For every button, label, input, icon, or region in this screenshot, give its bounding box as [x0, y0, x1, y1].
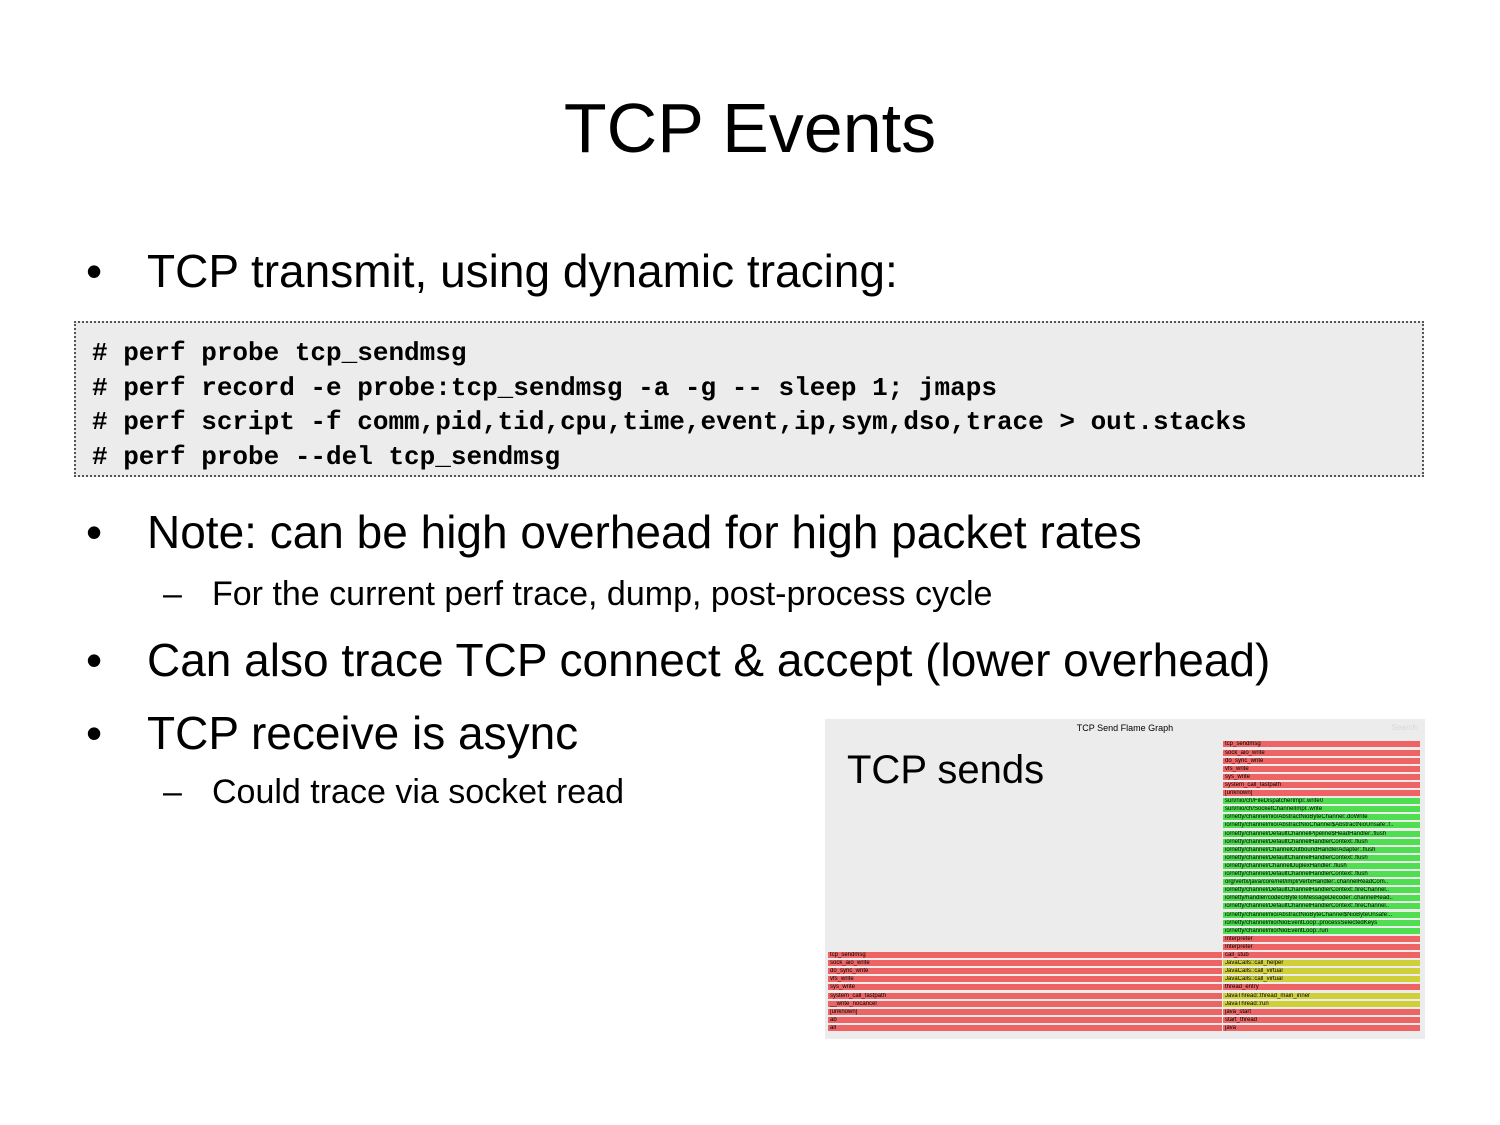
flame-frame[interactable]: do_sync_write — [828, 968, 1223, 976]
flame-frame[interactable]: vfs_write — [1223, 765, 1421, 773]
flame-frame[interactable]: org/vertx/java/core/net/impl/VertxHandle… — [1223, 879, 1421, 887]
slide-title: TCP Events — [563, 89, 937, 167]
flame-frame[interactable]: io/netty/channel/DefaultChannelHandlerCo… — [1223, 838, 1421, 846]
flame-frame[interactable]: io/netty/channel/DefaultChannelHandlerCo… — [1223, 903, 1421, 911]
flame-frame[interactable]: system_call_fastpath — [1223, 781, 1421, 789]
flame-frame[interactable]: io/netty/channel/DefaultChannelHandlerCo… — [1223, 854, 1421, 862]
flame-frame[interactable]: io/netty/channel/nio/AbstractNioChannel$… — [1223, 822, 1421, 830]
code-line: # perf script -f comm,pid,tid,cpu,time,e… — [92, 407, 1247, 437]
flame-frame[interactable]: io/netty/channel/ChannelOutboundHandlerA… — [1223, 846, 1421, 854]
flame-frame[interactable]: java — [1223, 1024, 1421, 1032]
flame-frame[interactable]: sys_write — [828, 984, 1223, 992]
flame-frame[interactable]: JavaThread::thread_main_inner — [1223, 992, 1421, 1000]
bullet-text: TCP receive is async — [147, 707, 579, 759]
flame-frame[interactable]: sun/nio/ch/SocketChannelImpl:.write — [1223, 806, 1421, 814]
flame-frame[interactable]: Interpreter — [1223, 935, 1421, 943]
flame-frame[interactable]: io/netty/channel/DefaultChannelHandlerCo… — [1223, 887, 1421, 895]
flame-frame[interactable]: JavaThread::run — [1223, 1000, 1421, 1008]
flame-frame[interactable]: io/netty/channel/nio/AbstractNioByteChan… — [1223, 814, 1421, 822]
flame-frame[interactable]: [unknown] — [1223, 790, 1421, 797]
flame-frame[interactable]: sock_aio_write — [1223, 749, 1421, 757]
subbullet-text: For the current perf trace, dump, post-p… — [212, 575, 993, 613]
bullet-marker: • — [86, 634, 103, 686]
code-line: # perf probe tcp_sendmsg — [92, 338, 467, 368]
flame-frame[interactable]: Interpreter — [1223, 943, 1421, 951]
code-block: # perf probe tcp_sendmsg # perf record -… — [74, 321, 1424, 477]
bullet-marker: • — [86, 245, 103, 297]
flame-frame[interactable]: sys_write — [1223, 773, 1421, 781]
flame-frame[interactable]: io/netty/channel/nio/NioEventLoop:.proce… — [1223, 919, 1421, 927]
flame-frame[interactable]: tcp_sendmsg — [1223, 741, 1421, 749]
code-line: # perf probe --del tcp_sendmsg — [92, 441, 561, 472]
flame-frame[interactable]: vfs_write — [828, 976, 1223, 984]
flame-graph-label: TCP sends — [847, 748, 1045, 792]
subbullet-marker: – — [163, 575, 182, 613]
flame-frame[interactable]: JavaCalls::call_virtual — [1223, 968, 1421, 976]
flame-frame[interactable]: all — [828, 1024, 1223, 1032]
flame-frame[interactable]: sun/nio/ch/FileDispatcherImpl:.write0 — [1223, 798, 1421, 806]
flame-frame[interactable]: start_thread — [1223, 1016, 1421, 1024]
flame-frame[interactable]: system_call_fastpath — [828, 992, 1223, 1000]
bullet-text: Note: can be high overhead for high pack… — [147, 506, 1142, 558]
flame-frame[interactable]: io/netty/channel/DefaultChannelPipeline$… — [1223, 830, 1421, 838]
subbullet-text: Could trace via socket read — [212, 773, 624, 811]
flame-frame[interactable]: sock_aio_write — [828, 960, 1223, 968]
flame-frame[interactable]: tcp_sendmsg — [828, 952, 1223, 959]
flame-frame[interactable]: io/netty/channel/DefaultChannelHandlerCo… — [1223, 871, 1421, 878]
flame-frame[interactable]: do_sync_write — [1223, 757, 1421, 765]
flame-frame[interactable]: JavaCalls::call_helper — [1223, 960, 1421, 968]
flame-frame[interactable]: io/netty/channel/nio/NioEventLoop:.run — [1223, 927, 1421, 935]
flame-frame[interactable]: io/netty/handler/codec/ByteToMessageDeco… — [1223, 895, 1421, 903]
code-line: # perf record -e probe:tcp_sendmsg -a -g… — [92, 372, 997, 403]
flame-frame[interactable]: ab — [828, 1016, 1223, 1024]
flame-graph-title: TCP Send Flame Graph — [1076, 723, 1174, 733]
flame-frame[interactable]: [unknown] — [828, 1008, 1223, 1016]
flame-frame[interactable]: thread_entry — [1223, 984, 1421, 992]
flame-frame[interactable]: JavaCalls::call_virtual — [1223, 976, 1421, 984]
flame-frame[interactable]: java_start — [1223, 1008, 1421, 1016]
bullet-marker: • — [86, 707, 103, 759]
bullet-text: Can also trace TCP connect & accept (low… — [147, 634, 1271, 686]
bullet-text: TCP transmit, using dynamic tracing: — [147, 245, 898, 297]
flame-graph-search[interactable]: Search — [1391, 723, 1417, 732]
subbullet-marker: – — [163, 773, 182, 811]
flame-frame[interactable]: io/netty/channel/nio/AbstractNioByteChan… — [1223, 911, 1421, 919]
flame-frame[interactable]: io/netty/channel/ChannelDuplexHandler:.f… — [1223, 862, 1421, 870]
flame-frame[interactable]: __write_nocancel — [828, 1000, 1223, 1008]
flame-graph: TCP Send Flame Graph Search TCP sends tc… — [825, 719, 1425, 1039]
bullet-marker: • — [86, 506, 103, 558]
flame-frame[interactable]: call_stub — [1223, 952, 1421, 959]
